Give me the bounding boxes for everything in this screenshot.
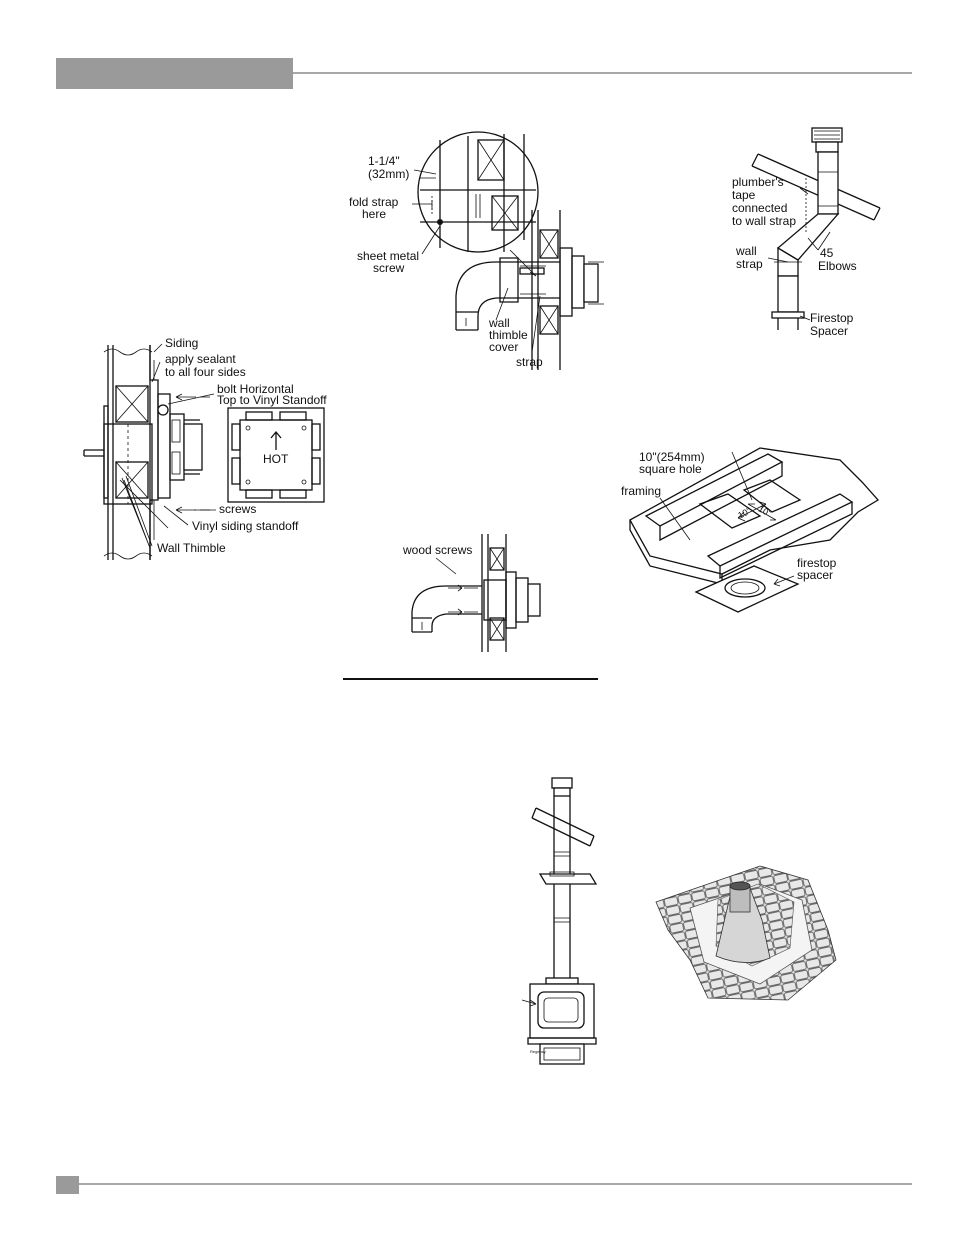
footer-rule <box>79 1183 912 1185</box>
dim-label-line2: (32mm) <box>368 167 410 181</box>
sheet-metal-screw-label-line2: screw <box>373 261 405 275</box>
firestop-spacer-line2: Spacer <box>810 324 849 338</box>
sheet-metal-screw-label-line1: sheet metal <box>357 249 420 263</box>
wood-screws-label: wood screws <box>403 543 473 557</box>
wall-thimble-label: Wall Thimble <box>157 541 226 555</box>
section-divider <box>343 678 598 680</box>
siding-label: Siding <box>165 336 199 350</box>
strap-label: strap <box>516 355 543 369</box>
fold-strap-label-line1: fold strap <box>349 195 399 209</box>
fold-strap-label-line2: here <box>362 207 387 221</box>
sealant-label-line2: to all four sides <box>165 365 246 379</box>
bolt-label-line1: bolt Horizontal <box>217 382 294 396</box>
firestop-spacer-line1: Firestop <box>810 311 854 325</box>
plumbers-tape-line3: connected <box>732 201 788 215</box>
plumbers-tape-line4: to wall strap <box>732 214 797 228</box>
firestop-spacer-label-line1: firestop <box>797 556 837 570</box>
bolt-label-line2: Top to Vinyl Standoff <box>217 393 327 407</box>
firestop-spacer-label-line2: spacer <box>797 568 834 582</box>
hot-label: HOT <box>263 452 289 466</box>
wall-strap-line1: wall <box>736 244 757 258</box>
elbows-line1: 45 <box>820 246 834 260</box>
header-rule <box>293 72 912 74</box>
stove-brand: Regency <box>530 1049 546 1054</box>
elbows-line2: Elbows <box>818 259 857 273</box>
square-hole-line1: 10"(254mm) <box>639 450 705 464</box>
vinyl-standoff-label: Vinyl siding standoff <box>192 519 299 533</box>
header-bar <box>56 58 293 89</box>
screws-label: screws <box>219 502 257 516</box>
wall-thimble-cover-line2: thimble <box>489 328 528 342</box>
plumbers-tape-line2: tape <box>732 188 756 202</box>
footer-tab <box>56 1176 79 1194</box>
sealant-label-line1: apply sealant <box>165 352 236 366</box>
framing-label: framing <box>621 484 662 498</box>
wall-thimble-cover-line1: wall <box>489 316 510 330</box>
plumbers-tape-line1: plumber's <box>732 175 784 189</box>
wall-strap-line2: strap <box>736 257 763 271</box>
dim-label-line1: 1-1/4" <box>368 154 400 168</box>
square-hole-line2: square hole <box>639 462 702 476</box>
wall-thimble-cover-line3: cover <box>489 340 519 354</box>
